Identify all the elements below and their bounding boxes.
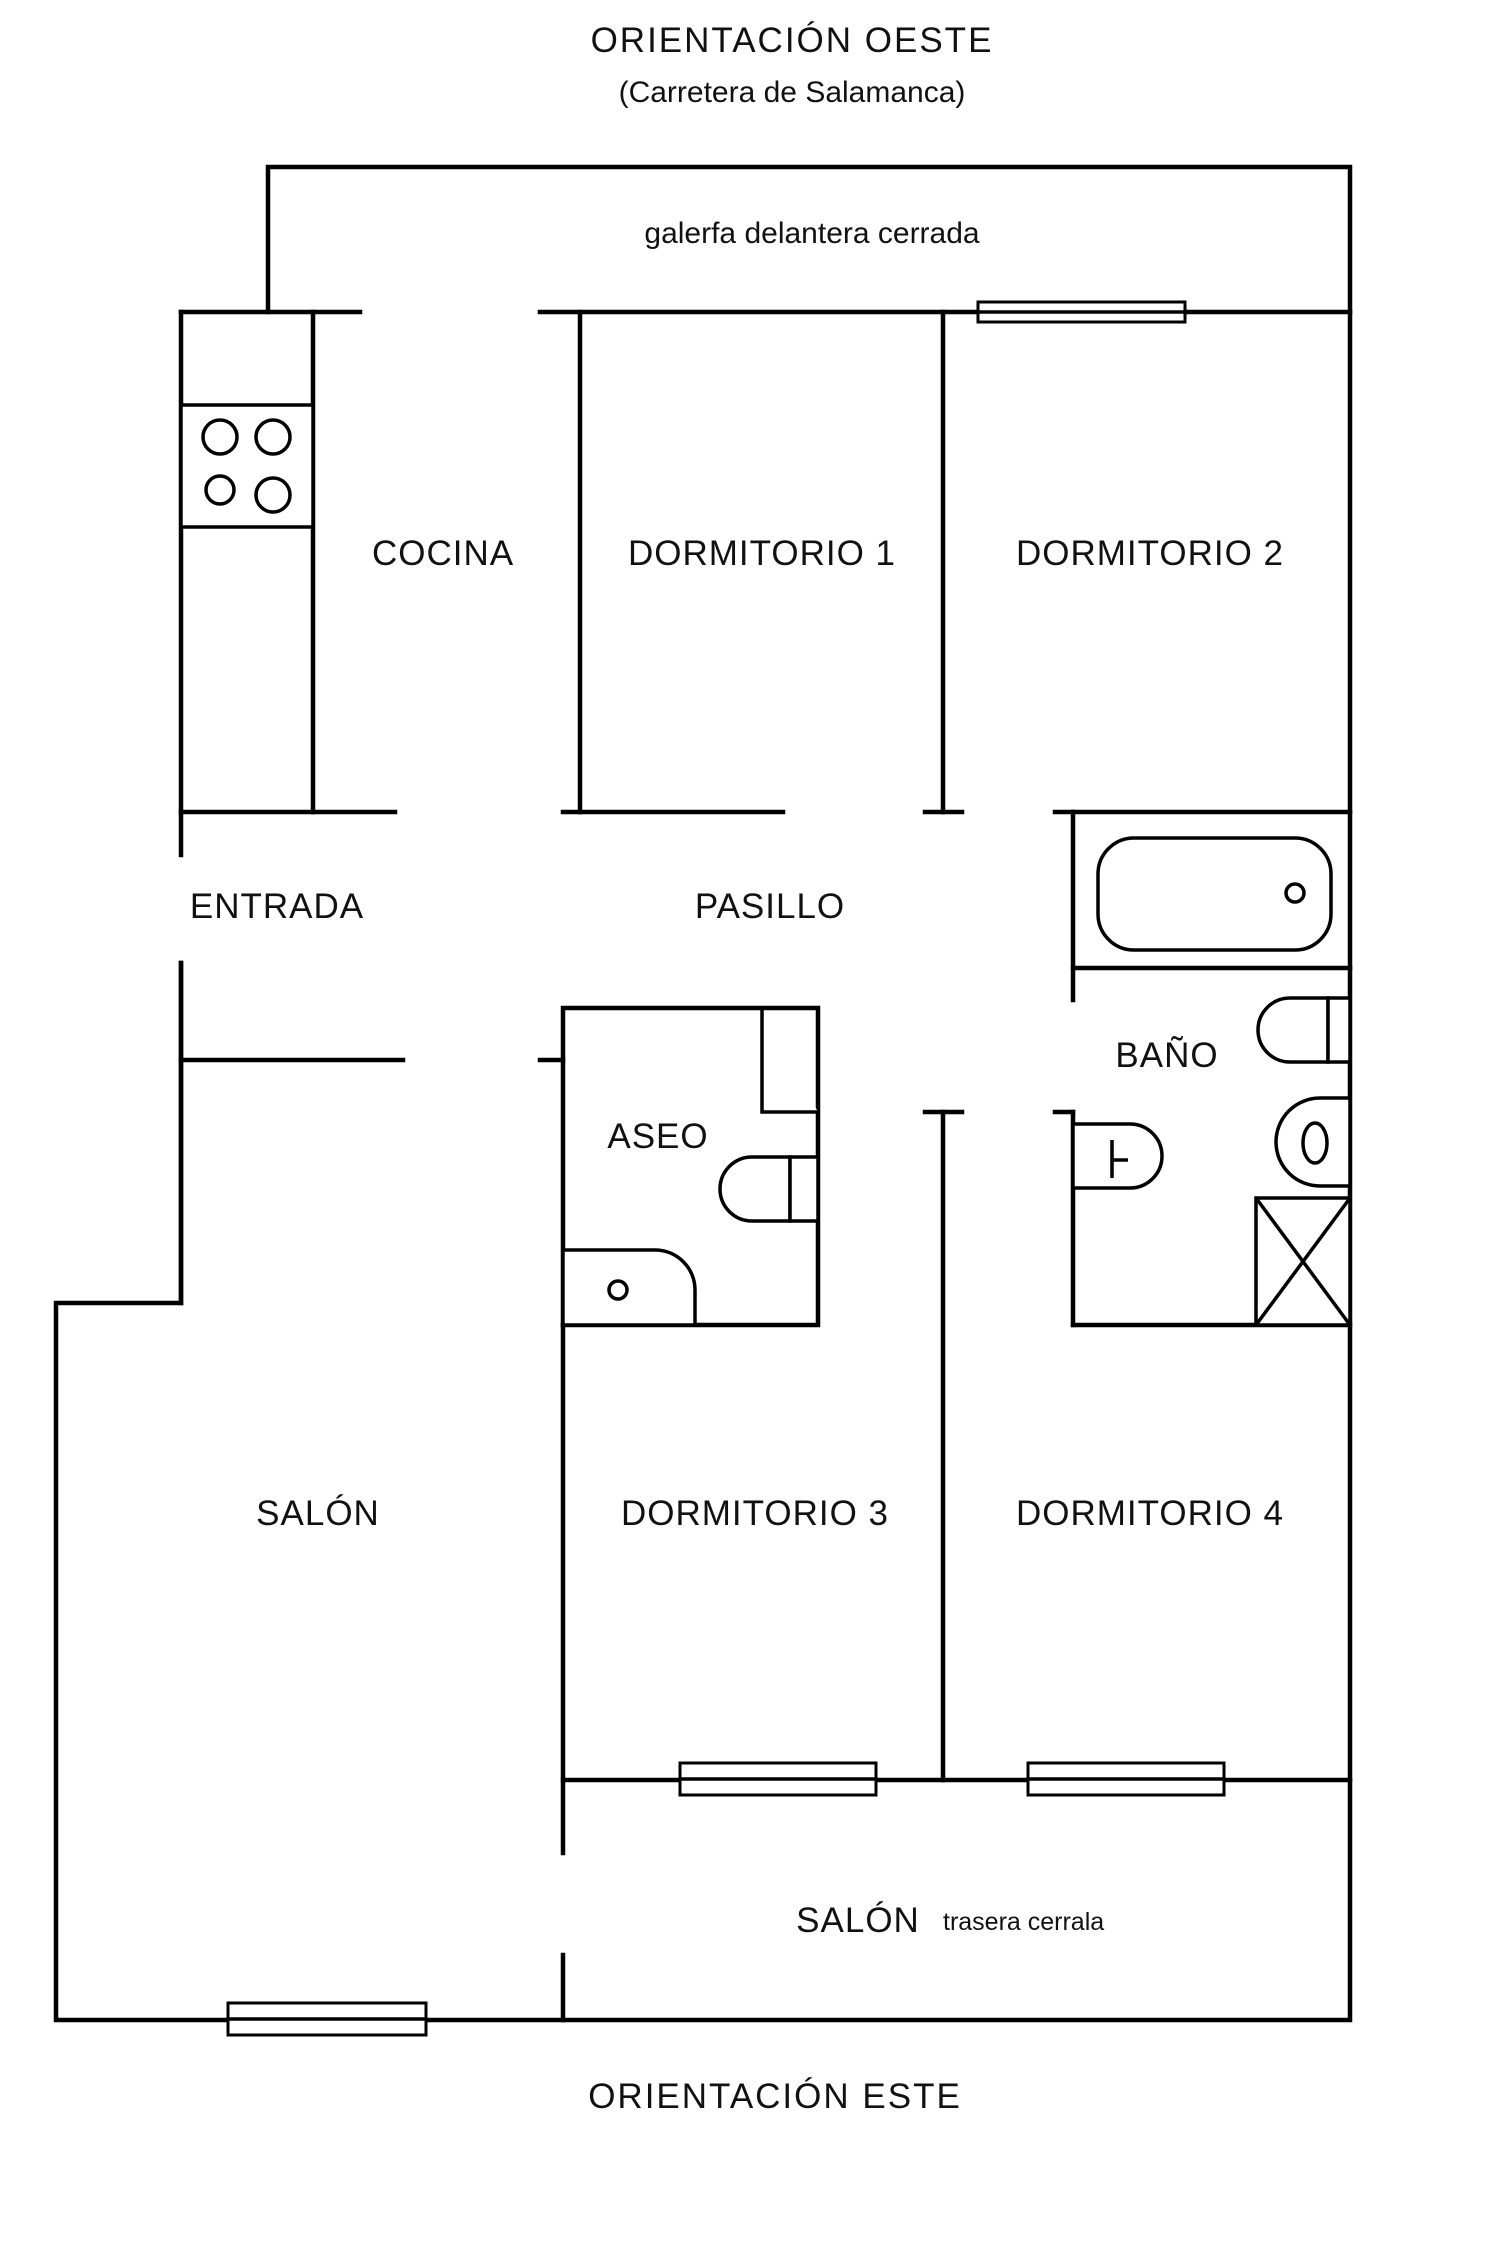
window-living bbox=[226, 2001, 428, 2037]
walls bbox=[53, 164, 1353, 2023]
aseo-cabinet-icon bbox=[760, 1008, 818, 1114]
bedroom3-label: DORMITORIO 3 bbox=[621, 1494, 889, 1533]
bedroom4-label: DORMITORIO 4 bbox=[1016, 1494, 1284, 1533]
gallery-back-label: trasera cerrala bbox=[943, 1908, 1104, 1936]
window-bedroom4 bbox=[1026, 1761, 1226, 1797]
kitchen-label: COCINA bbox=[372, 534, 514, 573]
shower-icon bbox=[1254, 1196, 1352, 1327]
bathroom-toilet-icon bbox=[1256, 996, 1352, 1064]
bathroom-sink-icon bbox=[1274, 1096, 1352, 1188]
bedroom1-label: DORMITORIO 1 bbox=[628, 534, 896, 573]
window-bedroom3 bbox=[678, 1761, 878, 1797]
gallery-front-wall bbox=[53, 164, 1353, 2023]
aseo-shower-icon bbox=[561, 1248, 697, 1327]
entrance-label: ENTRADA bbox=[190, 887, 364, 926]
living-label: SALÓN bbox=[256, 1494, 380, 1533]
aseo-toilet-icon bbox=[718, 1155, 820, 1223]
window-bedroom2 bbox=[976, 300, 1187, 324]
hallway-label: PASILLO bbox=[695, 887, 845, 926]
bidet-icon bbox=[1071, 1122, 1164, 1190]
toilet-label: ASEO bbox=[607, 1117, 708, 1156]
windows bbox=[226, 300, 1226, 2037]
bedroom2-label: DORMITORIO 2 bbox=[1016, 534, 1284, 573]
bathroom-label: BAÑO bbox=[1115, 1036, 1218, 1075]
stove-icon bbox=[179, 403, 315, 529]
bathtub-icon bbox=[1096, 836, 1333, 952]
gallery-front-label: galerfa delantera cerrada bbox=[644, 217, 980, 250]
living-back-label: SALÓN bbox=[796, 1901, 920, 1940]
orientation-bottom-label: ORIENTACIÓN ESTE bbox=[588, 2077, 962, 2116]
orientation-top-sublabel: (Carretera de Salamanca) bbox=[619, 76, 966, 109]
orientation-top-label: ORIENTACIÓN OESTE bbox=[591, 21, 994, 60]
aseo-walls bbox=[537, 1005, 821, 1328]
